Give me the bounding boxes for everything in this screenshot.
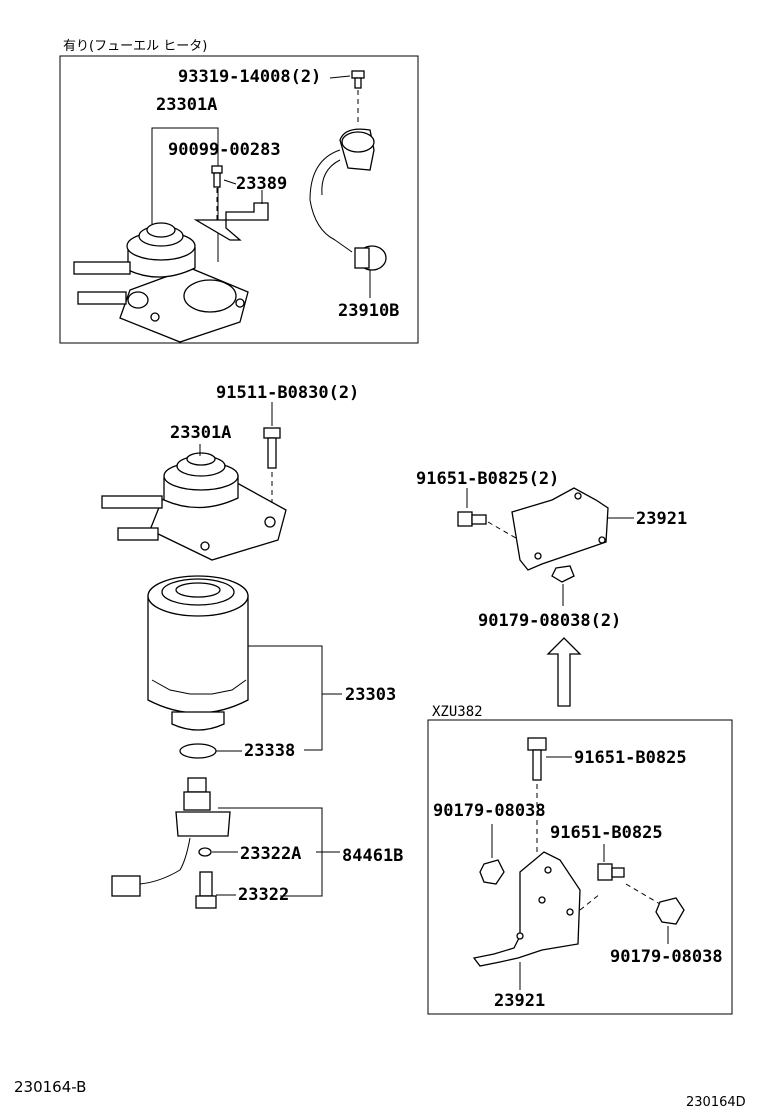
label-90179-08038-right[interactable]: 90179-08038: [610, 947, 723, 967]
label-91511-B0830[interactable]: 91511-B0830(2): [216, 383, 359, 403]
bolt-91651-pair-icon: [457, 511, 487, 527]
top-inset: 有り(フューエル ヒータ) 93319-14008(2) 23301A 9009…: [59, 39, 419, 344]
label-90099-00283[interactable]: 90099-00283: [168, 140, 281, 160]
label-23322A[interactable]: 23322A: [240, 844, 301, 864]
label-23921-upper[interactable]: 23921: [636, 509, 687, 529]
switch-assembly-icon: [111, 777, 231, 909]
bolt-91651-right-icon: [597, 863, 625, 881]
footer-right-code: 230164D: [686, 1095, 746, 1110]
bracket-group: 91651-B0825(2) 23921 90179-08038(2): [416, 469, 687, 707]
label-84461B[interactable]: 84461B: [342, 846, 403, 866]
label-23322[interactable]: 23322: [238, 885, 289, 905]
label-23301A-top[interactable]: 23301A: [156, 95, 217, 115]
nut-90179-left-icon: [479, 859, 505, 885]
label-91651-B0825-right[interactable]: 91651-B0825: [550, 823, 663, 843]
footer-left-code: 230164-B: [14, 1078, 86, 1096]
label-23301A-main[interactable]: 23301A: [170, 423, 231, 443]
sensor-23910B-icon: [309, 128, 387, 271]
label-91651-B0825-2[interactable]: 91651-B0825(2): [416, 469, 559, 489]
top-inset-caption: 有り(フューエル ヒータ): [63, 39, 207, 54]
bottom-inset-caption: XZU382: [432, 704, 483, 720]
filter-head-main-icon: [101, 452, 287, 561]
gasket-23338-icon: [179, 743, 217, 759]
label-23921-lower[interactable]: 23921: [494, 991, 545, 1011]
bracket-23921-upper-icon: [511, 487, 609, 571]
top-inset-frame: [59, 55, 419, 344]
label-93319-14008[interactable]: 93319-14008(2): [178, 67, 321, 87]
label-90179-08038-left[interactable]: 90179-08038: [433, 801, 546, 821]
bottom-inset: XZU382 91651-B0825 90179-08038 91651-B08…: [427, 704, 733, 1015]
nut-90179-right-icon: [655, 897, 685, 925]
bolt-91511-icon: [263, 427, 281, 469]
filter-head-top-icon: [73, 222, 249, 343]
nut-90179-pair-icon: [551, 565, 575, 583]
label-23910B[interactable]: 23910B: [338, 301, 399, 321]
bracket-23389-icon: [193, 202, 269, 241]
label-23303[interactable]: 23303: [345, 685, 396, 705]
label-23338[interactable]: 23338: [244, 741, 295, 761]
label-91651-B0825-top[interactable]: 91651-B0825: [574, 748, 687, 768]
screw-90099-icon: [211, 165, 223, 188]
bracket-23921-lower-icon: [472, 851, 581, 967]
bolt-91651-top-icon: [527, 737, 547, 781]
filter-element-icon: [147, 575, 249, 731]
bottom-inset-frame: [427, 719, 733, 1015]
up-arrow-icon: [546, 637, 582, 707]
leader-23301A-top: [151, 127, 219, 262]
bolt-93319-icon: [351, 70, 365, 89]
label-90179-08038-2[interactable]: 90179-08038(2): [478, 611, 621, 631]
label-23389[interactable]: 23389: [236, 174, 287, 194]
main-assembly: 91511-B0830(2) 23301A 23303 23338 23322A…: [101, 383, 403, 909]
